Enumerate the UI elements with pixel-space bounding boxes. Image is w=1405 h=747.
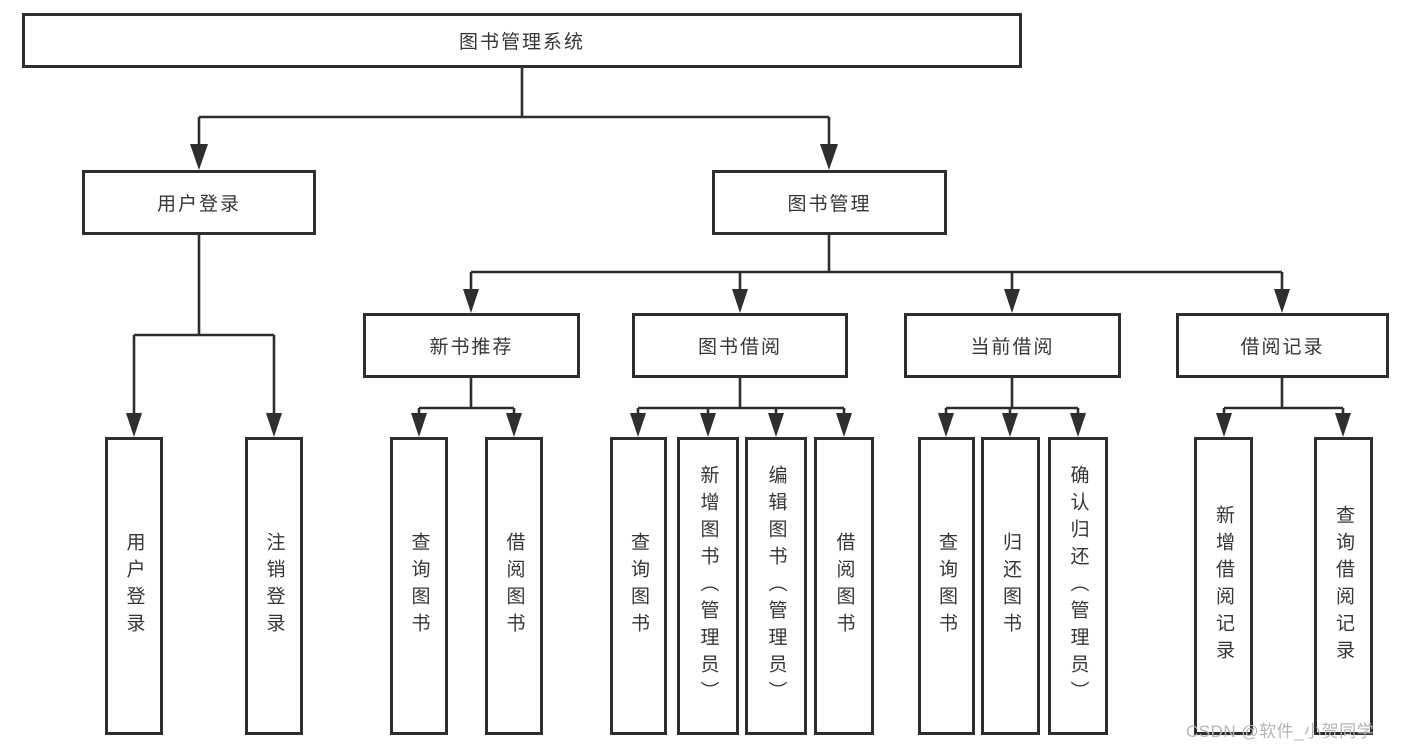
leaf-recommend-borrow-books: 借阅图书 (485, 437, 543, 735)
node-borrow-records: 借阅记录 (1176, 313, 1389, 378)
node-book-borrow: 图书借阅 (632, 313, 848, 378)
leaf-borrow-query-books-label: 查询图书 (628, 532, 649, 640)
leaf-edit-book-admin-label: 编辑图书（管理员） (765, 464, 787, 708)
leaf-confirm-return-admin-label: 确认归还（管理员） (1067, 464, 1089, 708)
leaf-user-login: 用户登录 (105, 437, 163, 735)
leaf-current-query-books-label: 查询图书 (936, 532, 957, 640)
leaf-query-borrow-record-label: 查询借阅记录 (1333, 505, 1354, 667)
leaf-query-borrow-record: 查询借阅记录 (1314, 437, 1373, 735)
leaf-borrow-books: 借阅图书 (814, 437, 874, 735)
node-borrow-records-label: 借阅记录 (1240, 337, 1325, 358)
node-current-borrow-label: 当前借阅 (970, 337, 1055, 358)
leaf-borrow-query-books: 查询图书 (610, 437, 667, 735)
node-book-management: 图书管理 (712, 170, 947, 235)
node-user-login-label: 用户登录 (156, 194, 241, 215)
node-current-borrow: 当前借阅 (904, 313, 1121, 378)
leaf-logout: 注销登录 (245, 437, 303, 735)
node-new-book-recommend: 新书推荐 (363, 313, 580, 378)
leaf-return-books-label: 归还图书 (1000, 532, 1021, 640)
leaf-recommend-query-books: 查询图书 (390, 437, 448, 735)
leaf-confirm-return-admin: 确认归还（管理员） (1048, 437, 1108, 735)
node-root-label: 图书管理系统 (458, 32, 585, 53)
leaf-add-book-admin-label: 新增图书（管理员） (697, 464, 719, 708)
leaf-current-query-books: 查询图书 (918, 437, 975, 735)
node-root: 图书管理系统 (22, 13, 1022, 68)
node-user-login: 用户登录 (82, 170, 316, 235)
node-new-book-recommend-label: 新书推荐 (429, 337, 514, 358)
leaf-user-login-label: 用户登录 (123, 532, 145, 640)
leaf-logout-label: 注销登录 (263, 532, 285, 640)
leaf-add-borrow-record: 新增借阅记录 (1194, 437, 1253, 735)
leaf-borrow-books-label: 借阅图书 (833, 532, 855, 640)
leaf-add-book-admin: 新增图书（管理员） (677, 437, 739, 735)
leaf-return-books: 归还图书 (981, 437, 1040, 735)
leaf-recommend-borrow-books-label: 借阅图书 (503, 532, 525, 640)
node-book-management-label: 图书管理 (787, 194, 872, 215)
csdn-watermark: CSDN @软件_小贺同学 (1186, 722, 1375, 741)
node-book-borrow-label: 图书借阅 (697, 337, 782, 358)
leaf-recommend-query-books-label: 查询图书 (408, 532, 430, 640)
leaf-edit-book-admin: 编辑图书（管理员） (745, 437, 807, 735)
leaf-add-borrow-record-label: 新增借阅记录 (1213, 505, 1234, 667)
